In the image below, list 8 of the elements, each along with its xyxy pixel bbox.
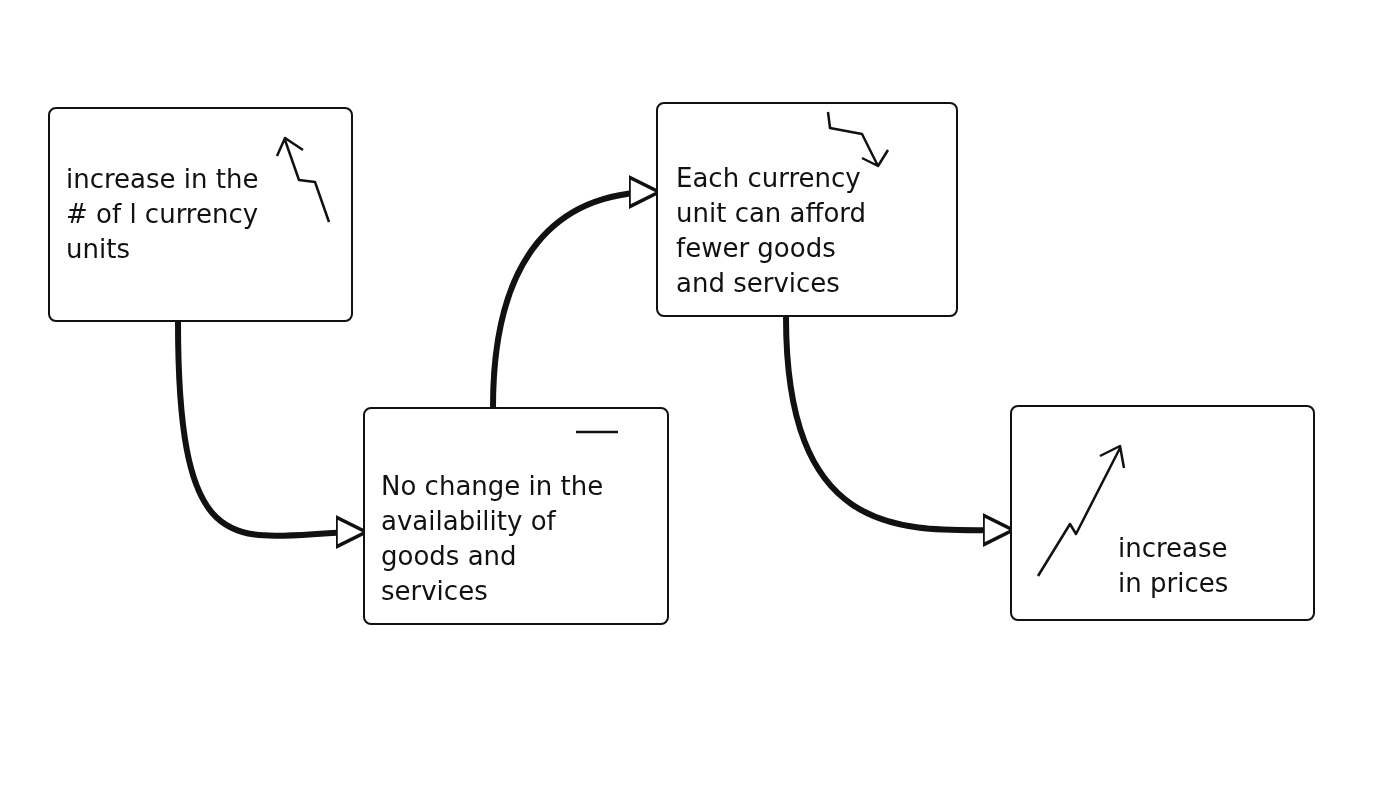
box-text: Each currency unit can afford fewer goods and services	[676, 161, 868, 300]
text-box	[656, 102, 958, 317]
box-text: No change in the availability of goods and services	[381, 469, 605, 608]
text-box	[48, 107, 353, 322]
box-text: increase in prices	[1118, 531, 1230, 600]
text-box	[1010, 405, 1315, 621]
box-text: increase in the # of l currency units	[66, 162, 260, 267]
text-box	[363, 407, 669, 625]
